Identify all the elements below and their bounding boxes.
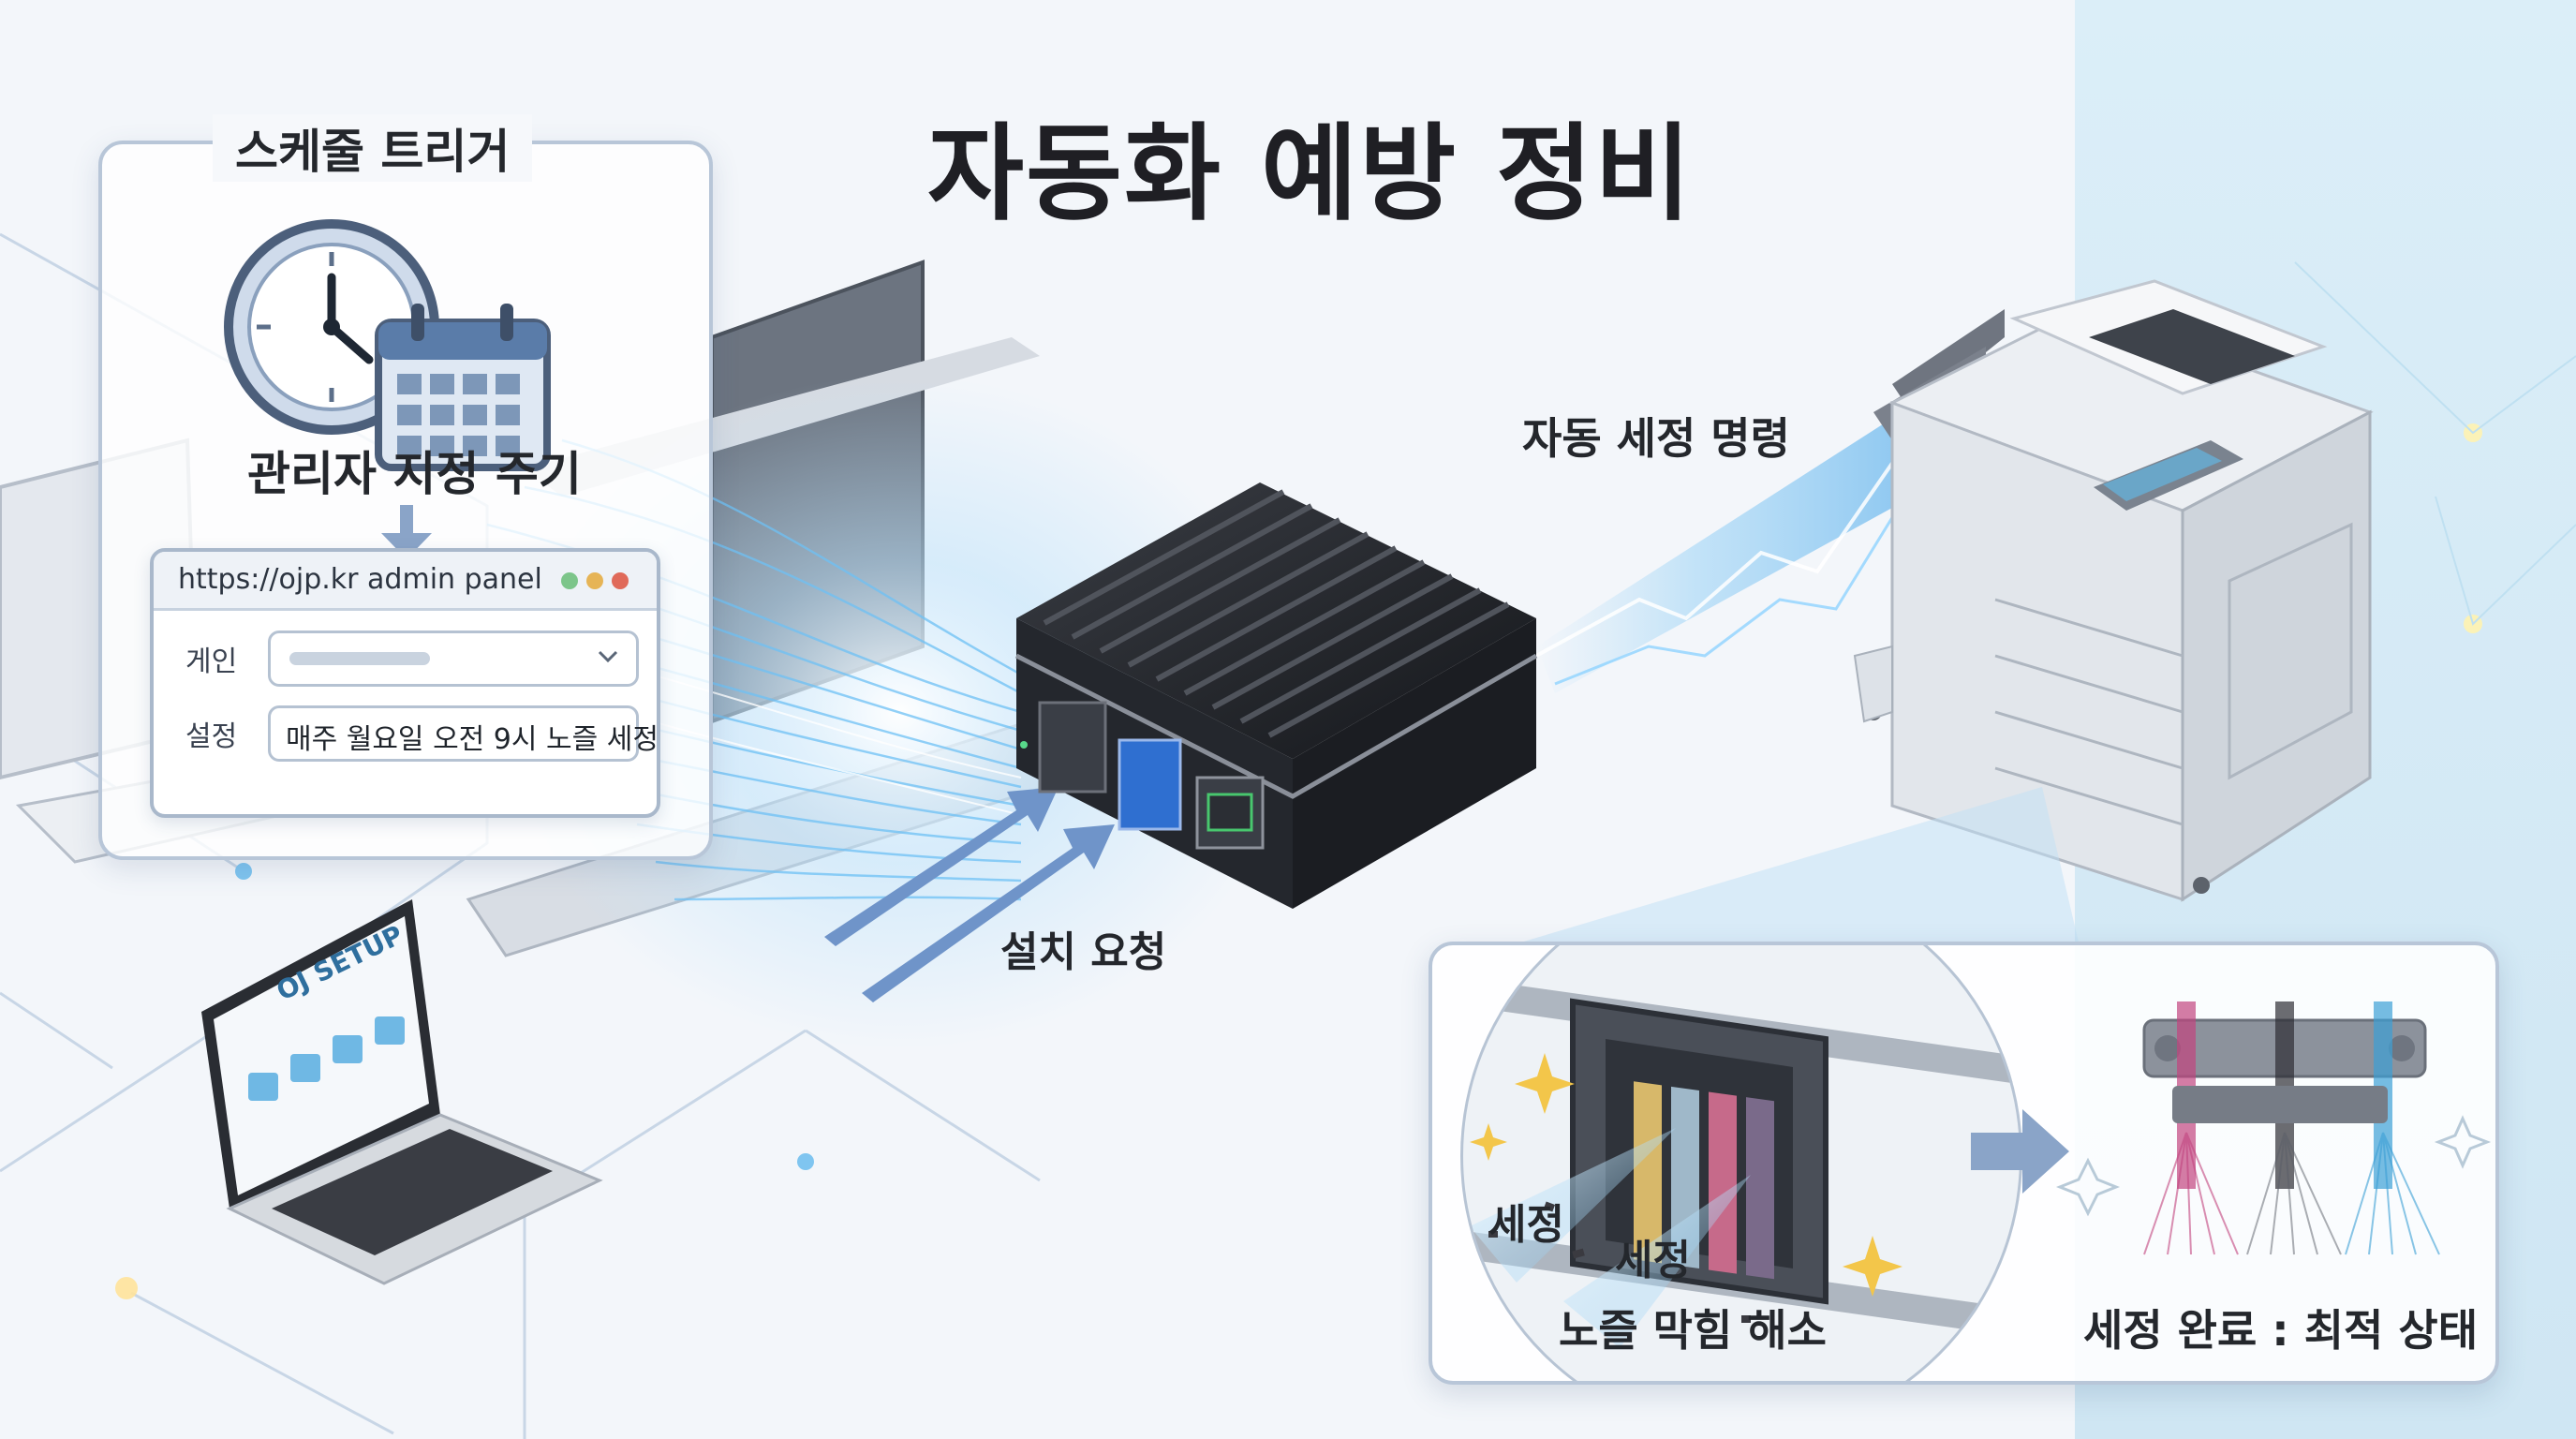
admin-cycle-label: 관리자 지정 주기 — [247, 447, 582, 501]
small-laptop — [201, 899, 603, 1285]
row2-label: 설정 — [185, 720, 238, 753]
window-dot-yellow-icon[interactable] — [586, 572, 603, 589]
row2-schedule-field[interactable]: 매주 월요일 오전 9시 노즐 세정 — [268, 705, 657, 762]
after-caption: 세정 완료 : 최적 상태 — [2083, 1305, 2479, 1356]
nozzle-closeup — [1460, 945, 2022, 1381]
down-arrow-icon — [381, 505, 432, 559]
browser-title-bar: https://ojp.kr admin panel — [154, 552, 657, 611]
printer — [1853, 279, 2374, 902]
schedule-trigger-title: 스케줄 트리거 — [213, 114, 533, 182]
window-dot-green-icon[interactable] — [561, 572, 578, 589]
install-request-label: 설치 요청 — [1000, 928, 1167, 976]
nozzle-illustration — [1460, 945, 2492, 1381]
auto-clean-command-label: 자동 세정 명령 — [1522, 413, 1790, 464]
window-dot-red-icon[interactable] — [612, 572, 629, 589]
right-arrow-icon — [1971, 1109, 2069, 1194]
dropdown-placeholder-bar — [289, 652, 430, 665]
row1-label: 게인 — [185, 645, 238, 678]
admin-panel-window: https://ojp.kr admin panel 게인 설정 매주 월요일 … — [150, 548, 660, 818]
clock-icon — [224, 219, 439, 435]
nozzle-detail-card: 세정 세정 노즐 막힘 해소 세정 완료 : 최적 상태 — [1429, 942, 2499, 1385]
mini-pc — [1014, 482, 1538, 909]
chevron-down-icon — [598, 650, 618, 663]
clean-label-1: 세정 — [1488, 1201, 1564, 1249]
row1-dropdown[interactable] — [268, 630, 639, 687]
clean-label-2: 세정 — [1615, 1237, 1691, 1284]
sparkle-icon — [1470, 1053, 1902, 1297]
clean-nozzle-head — [2055, 1001, 2492, 1255]
install-arrows — [824, 787, 1115, 1002]
schedule-value: 매주 월요일 오전 9시 노즐 세정 — [286, 723, 659, 756]
before-caption: 노즐 막힘 해소 — [1559, 1305, 1827, 1356]
calendar-icon — [375, 304, 551, 471]
schedule-icons — [224, 219, 551, 471]
panel-url: https://ojp.kr admin panel — [178, 563, 542, 596]
main-title: 자동화 예방 정비 — [927, 113, 1694, 235]
